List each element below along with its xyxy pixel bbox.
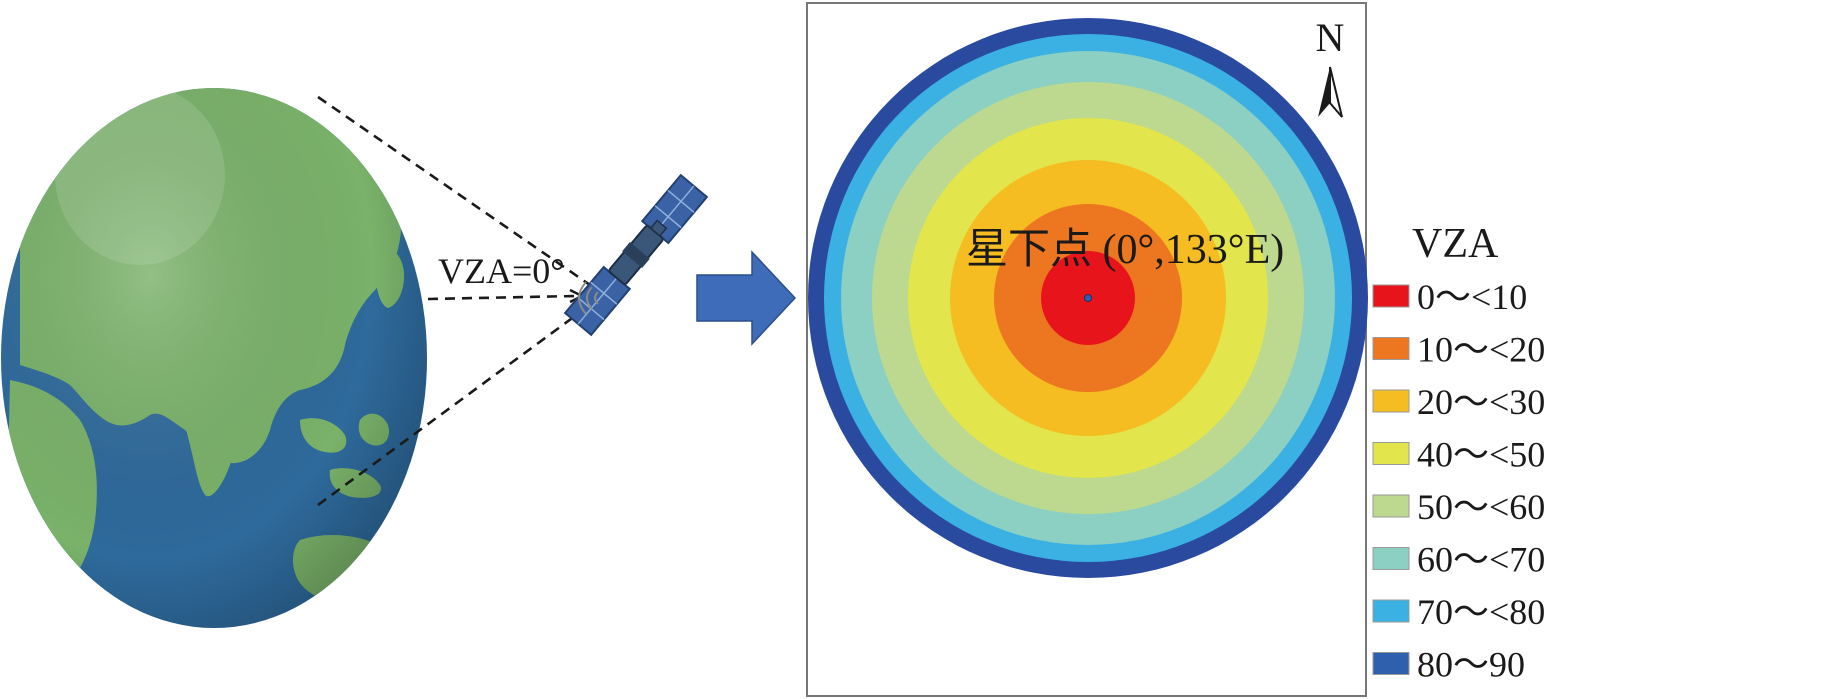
legend: VZA 0～<10 10～<20 20～<30 40～<50 50～<60 60～<70 7…: [1372, 221, 1545, 685]
vza-annotation: VZA=0°: [438, 251, 565, 291]
legend-label: 80～90: [1417, 645, 1525, 685]
legend-items: 0～<10 10～<20 20～<30 40～<50 50～<60 60～<70 70～<8…: [1372, 277, 1545, 685]
signal-waves-icon: [578, 281, 599, 315]
satellite: [563, 173, 709, 337]
legend-swatch: [1372, 284, 1410, 308]
legend-swatch: [1372, 442, 1410, 465]
legend-swatch: [1372, 494, 1410, 518]
north-label: N: [1316, 15, 1345, 60]
legend-swatch: [1372, 547, 1410, 570]
earth-globe: [1, 85, 427, 628]
view-line-bottom: [317, 303, 591, 507]
legend-swatch: [1372, 337, 1410, 360]
legend-swatch: [1372, 599, 1410, 623]
north-arrow-icon: [1318, 66, 1343, 118]
legend-swatch: [1372, 389, 1410, 413]
view-line-center: [427, 294, 577, 301]
subsatellite-point-marker: [1084, 294, 1092, 302]
legend-swatch: [1372, 652, 1410, 675]
view-line-top: [317, 95, 591, 287]
legend-label: 20～<30: [1417, 382, 1545, 422]
legend-label: 70～<80: [1417, 592, 1545, 632]
legend-label: 10～<20: [1417, 330, 1545, 370]
legend-label: 40～<50: [1417, 435, 1545, 475]
legend-label: 50～<60: [1417, 487, 1545, 527]
legend-title: VZA: [1412, 221, 1499, 267]
legend-label: 60～<70: [1417, 540, 1545, 580]
view-lines: [317, 95, 591, 507]
right-arrow: [696, 250, 797, 346]
subsatellite-point-label: 星下点 (0°,133°E): [966, 227, 1284, 273]
legend-label: 0～<10: [1417, 277, 1527, 317]
